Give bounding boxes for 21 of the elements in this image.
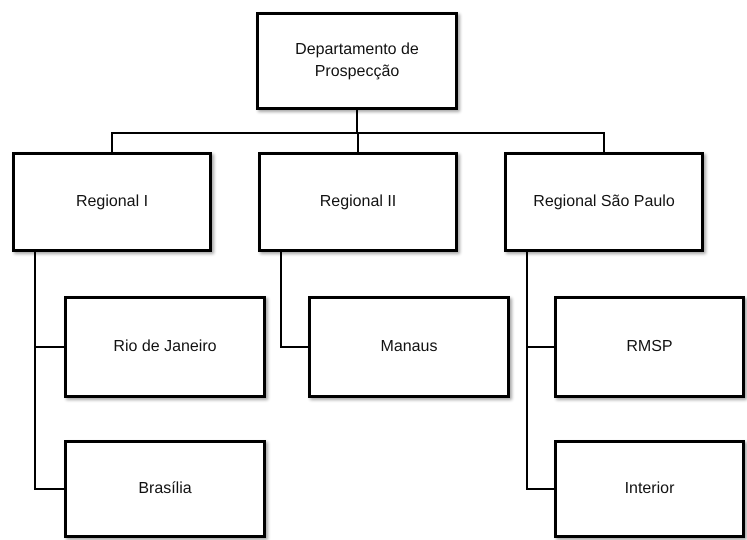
connector-line [526,252,554,490]
org-box [554,440,745,538]
box-label: Departamento de Prospecção [294,40,420,82]
box-label: RMSP [625,337,674,358]
box-label: Regional São Paulo [532,192,676,212]
org-box [308,296,510,398]
org-box [64,296,266,398]
box-label: Manaus [380,337,438,358]
org-box [12,152,212,252]
org-box [504,152,704,252]
org-box [256,12,458,110]
box-label: Interior [624,479,676,500]
org-box [554,296,745,398]
box-label: Regional II [318,192,398,212]
org-box [258,152,458,252]
connector-line [34,252,64,490]
org-box [64,440,266,538]
box-label: Brasília [137,479,193,500]
box-label: Rio de Janeiro [112,337,218,358]
connector-line [280,252,308,348]
box-label: Regional I [74,192,150,212]
